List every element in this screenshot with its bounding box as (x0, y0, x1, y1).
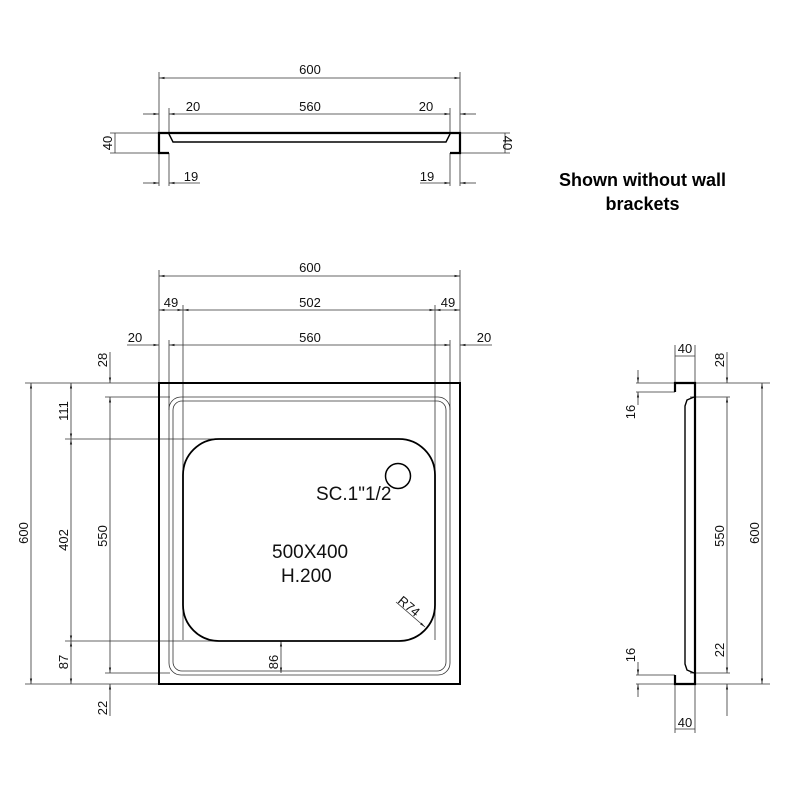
plan-overall-width-dim: 600 (299, 260, 321, 275)
front-foot-left-dim: 19 (184, 169, 198, 184)
side-step-top-dim: 16 (623, 405, 638, 419)
plan-bottom-basin-gap-dim: 86 (266, 655, 281, 669)
note-line-2: brackets (605, 194, 680, 214)
drain-label: SC.1"1/2 (316, 484, 391, 505)
plan-rim-height-dim: 550 (95, 525, 110, 547)
front-inner-dim: 560 (299, 99, 321, 114)
front-side-left-dim: 20 (186, 99, 200, 114)
plan-rim-right-dim: 20 (477, 330, 491, 345)
plan-margin-left-dim: 49 (164, 295, 178, 310)
side-width-top-dim: 40 (678, 341, 692, 356)
plan-margin-right-dim: 49 (441, 295, 455, 310)
wall-brackets-note: Shown without wall brackets (530, 168, 755, 216)
front-height-right-dim: 40 (500, 136, 515, 150)
basin-outline (182, 438, 436, 642)
side-view: 40 40 16 16 28 550 22 600 (623, 341, 770, 733)
side-step-bottom-dim: 16 (623, 648, 638, 662)
plan-top-gap-dim: 111 (56, 401, 71, 421)
side-rim-top-dim: 28 (712, 353, 727, 367)
side-width-bottom-dim: 40 (678, 715, 692, 730)
front-overall-dim: 600 (299, 62, 321, 77)
plan-view: 600 49 502 49 20 560 20 600 111 402 87 2… (16, 260, 492, 716)
drain-hole-icon (384, 462, 412, 490)
basin-size-label: 500X400 (272, 542, 348, 563)
side-overall-dim: 600 (747, 522, 762, 544)
plan-overall-height-dim: 600 (16, 522, 31, 544)
plan-rim-bottom-dim: 22 (95, 701, 110, 715)
front-view: 600 20 560 20 19 19 40 40 (100, 62, 515, 186)
side-rim-bottom-dim: 22 (712, 643, 727, 657)
corner-radius-label: R74 (395, 593, 423, 620)
plan-rim-width-dim: 560 (299, 330, 321, 345)
front-side-right-dim: 20 (419, 99, 433, 114)
plan-basin-height-dim: 402 (56, 529, 71, 551)
front-foot-right-dim: 19 (420, 169, 434, 184)
plan-bottom-gap-dim: 87 (56, 655, 71, 669)
front-height-left-dim: 40 (100, 136, 115, 150)
plan-rim-top-dim: 28 (95, 353, 110, 367)
plan-rim-left-dim: 20 (128, 330, 142, 345)
side-rim-height-dim: 550 (712, 525, 727, 547)
basin-depth-label: H.200 (281, 566, 332, 587)
note-line-1: Shown without wall (559, 170, 726, 190)
plan-basin-width-dim: 502 (299, 295, 321, 310)
